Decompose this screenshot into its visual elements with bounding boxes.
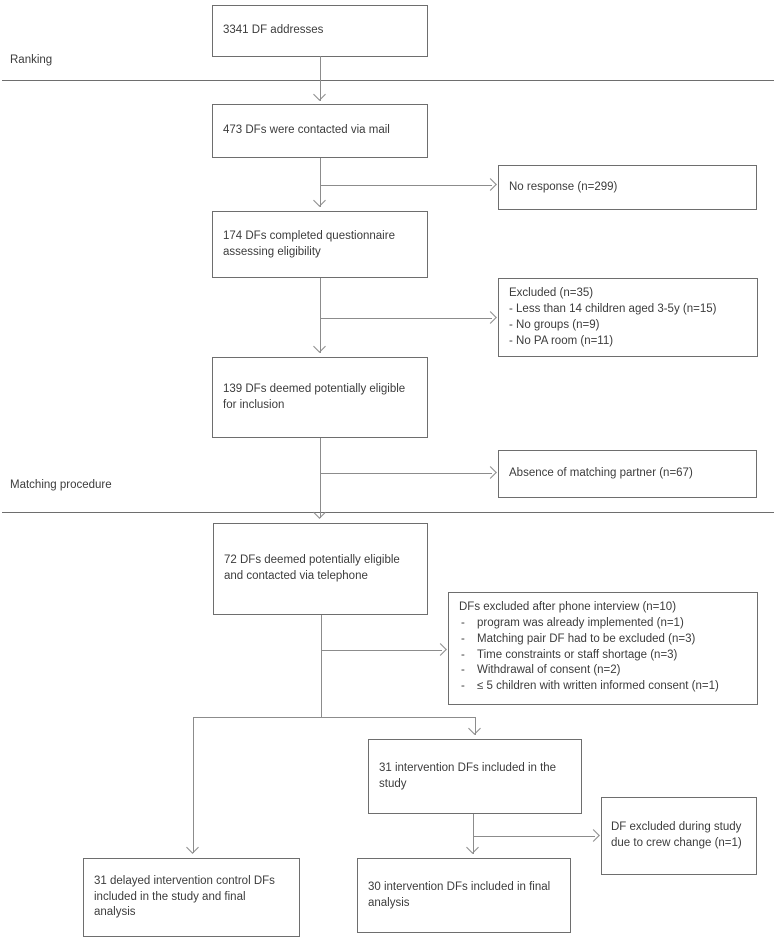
arrow-down-icon [466,841,479,854]
box-phone-excluded-item: - program was already implemented (n=1) [459,616,684,632]
box-absence-matching-partner: Absence of matching partner (n=67) [498,450,757,498]
box-telephone-72-text: 72 DFs deemed potentially eligible and c… [224,554,400,582]
arrow-right-icon [434,643,447,656]
box-no-response: No response (n=299) [498,165,757,210]
connector-branch-phone-excluded [321,650,442,651]
box-completed-questionnaire-text: 174 DFs completed questionnaire assessin… [223,229,395,258]
box-excluded-35-item: - No groups (n=9) [509,318,600,331]
box-contacted-via-mail-text: 473 DFs were contacted via mail [223,124,390,137]
arrow-down-icon [313,194,326,207]
connector-eligible-to-telephone [320,438,321,518]
box-no-response-text: No response (n=299) [509,180,618,193]
box-phone-excluded-item-text: Time constraints or staff shortage (n=3) [477,648,678,661]
box-absence-matching-partner-text: Absence of matching partner (n=67) [509,467,693,480]
box-crew-change-excluded-text: DF excluded during study due to crew cha… [611,821,742,849]
box-phone-excluded-title: DFs excluded after phone interview (n=10… [459,601,677,613]
box-crew-change-excluded: DF excluded during study due to crew cha… [601,797,757,875]
arrow-down-icon [313,506,326,519]
box-excluded-35-item: - No PA room (n=11) [509,334,614,347]
arrow-down-icon [468,722,481,735]
box-completed-questionnaire: 174 DFs completed questionnaire assessin… [212,211,428,278]
box-telephone-72: 72 DFs deemed potentially eligible and c… [213,523,428,615]
section-divider-matching-procedure [2,512,774,513]
box-phone-excluded: DFs excluded after phone interview (n=10… [448,592,758,705]
box-phone-excluded-item: - Withdrawal of consent (n=2) [459,663,621,679]
box-excluded-35-item: - Less than 14 children aged 3-5y (n=15) [509,302,717,315]
section-divider-ranking [2,80,774,81]
arrow-down-icon [186,841,199,854]
box-intervention-30: 30 intervention DFs included in final an… [357,858,571,933]
connector-branch-crew-change [473,836,595,837]
box-delayed-control-31: 31 delayed intervention control DFs incl… [83,858,300,937]
box-eligible-139: 139 DFs deemed potentially eligible for … [212,357,428,438]
arrow-down-icon [313,340,326,353]
bullet-dash: - [461,648,465,661]
box-phone-excluded-item: - Matching pair DF had to be excluded (n… [459,632,695,648]
connector-telephone-to-split [321,615,322,718]
bullet-dash: - [461,632,465,645]
bullet-dash: - [461,664,465,677]
connector-contacted-to-questionnaire [320,158,321,207]
connector-questionnaire-to-eligible [320,278,321,353]
arrow-right-icon [484,311,497,324]
box-intervention-30-text: 30 intervention DFs included in final an… [368,880,551,909]
box-phone-excluded-item: - ≤ 5 children with written informed con… [459,679,719,695]
box-df-addresses-text: 3341 DF addresses [223,24,324,37]
box-phone-excluded-item-text: ≤ 5 children with written informed conse… [477,680,719,693]
box-phone-excluded-item-text: Matching pair DF had to be excluded (n=3… [477,632,696,645]
box-intervention-31-text: 31 intervention DFs included in the stud… [379,761,557,790]
box-excluded-35-title: Excluded (n=35) [509,287,594,299]
connector-intervention-31-to-30 [473,814,474,854]
arrow-right-icon [587,829,600,842]
arrow-down-icon [313,88,326,101]
connector-addresses-to-contacted [320,56,321,101]
bullet-dash: - [461,616,465,629]
connector-branch-absence [320,473,492,474]
box-df-addresses: 3341 DF addresses [212,5,428,57]
section-label-ranking: Ranking [10,54,53,66]
box-delayed-control-31-text: 31 delayed intervention control DFs incl… [94,874,275,919]
connector-branch-no-response [320,185,492,186]
box-phone-excluded-item-text: Withdrawal of consent (n=2) [477,664,621,677]
connector-split-horizontal [193,717,476,718]
section-label-matching-procedure: Matching procedure [10,479,112,491]
box-contacted-via-mail: 473 DFs were contacted via mail [212,104,428,158]
box-phone-excluded-item-text: program was already implemented (n=1) [477,616,684,629]
arrow-right-icon [484,466,497,479]
box-phone-excluded-item: - Time constraints or staff shortage (n=… [459,648,677,664]
arrow-right-icon [484,178,497,191]
bullet-dash: - [461,680,465,693]
connector-split-to-intervention-31 [475,717,476,735]
box-eligible-139-text: 139 DFs deemed potentially eligible for … [223,382,406,411]
connector-branch-excluded-35 [320,318,492,319]
box-excluded-35: Excluded (n=35) - Less than 14 children … [498,278,758,357]
connector-split-to-delayed [193,717,194,853]
box-intervention-31: 31 intervention DFs included in the stud… [368,739,582,814]
